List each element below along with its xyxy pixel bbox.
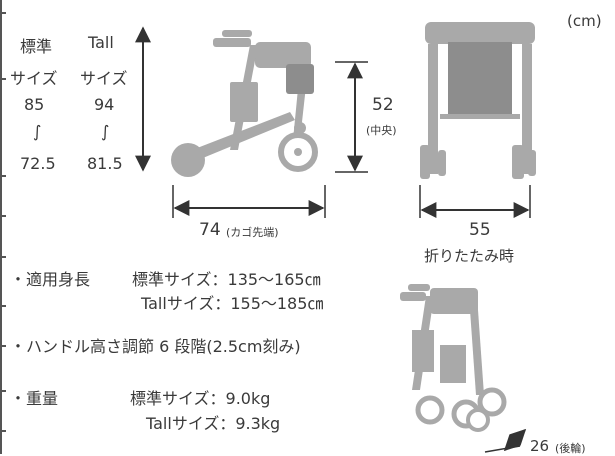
handle-adjustment: ・ハンドル高さ調節 6 段階(2.5cm刻み) [10,337,301,356]
standard-size-header-2: サイズ [10,69,58,88]
rule-tick [0,345,6,347]
folded-label: 折りたたみ時 [424,247,515,265]
weight-label: ・重量 [10,389,59,408]
rule-tick [0,430,6,432]
applicable-height-label: ・適用身長 [10,270,91,289]
folded-width-arrow [484,428,527,453]
walker-side-view [171,30,318,177]
walker-front-view [420,22,536,179]
range-symbol: ∫ [33,122,42,141]
applicable-height-tall: Tallサイズ：155〜185㎝ [141,294,324,313]
width-value: 55 [469,220,491,240]
tall-size-header-1: Tall [88,33,114,52]
left-margin-rule [0,0,2,454]
range-symbol: ∫ [101,122,110,141]
rule-tick [0,256,6,258]
tall-size-header-2: サイズ [80,69,128,88]
weight-standard: 標準サイズ：9.0kg [130,389,271,408]
rule-tick [0,12,6,14]
folded-width-value: 26 [530,437,550,455]
rule-tick [0,78,6,80]
walker-folded-view [400,284,507,432]
rule-tick [0,305,6,307]
width-arrow [419,185,531,218]
center-height-arrow [335,61,368,173]
applicable-height-standard: 標準サイズ：135〜165㎝ [132,270,321,289]
tall-min-height: 81.5 [87,154,123,173]
standard-min-height: 72.5 [20,154,56,173]
depth-arrow [172,185,326,218]
depth-value: 74 [199,220,221,240]
depth-note: (カゴ先端) [226,226,279,239]
rule-tick [0,215,6,217]
standard-max-height: 85 [24,95,45,114]
folded-width-note: (後輪) [555,442,586,455]
rule-tick [0,390,6,392]
center-height-value: 52 [372,95,394,115]
weight-tall: Tallサイズ：9.3kg [146,414,281,433]
unit-note: (cm) [567,12,602,30]
center-height-note: (中央) [366,124,397,137]
rule-tick [0,175,6,177]
standard-size-header-1: 標準 [20,37,53,56]
tall-max-height: 94 [94,95,115,114]
